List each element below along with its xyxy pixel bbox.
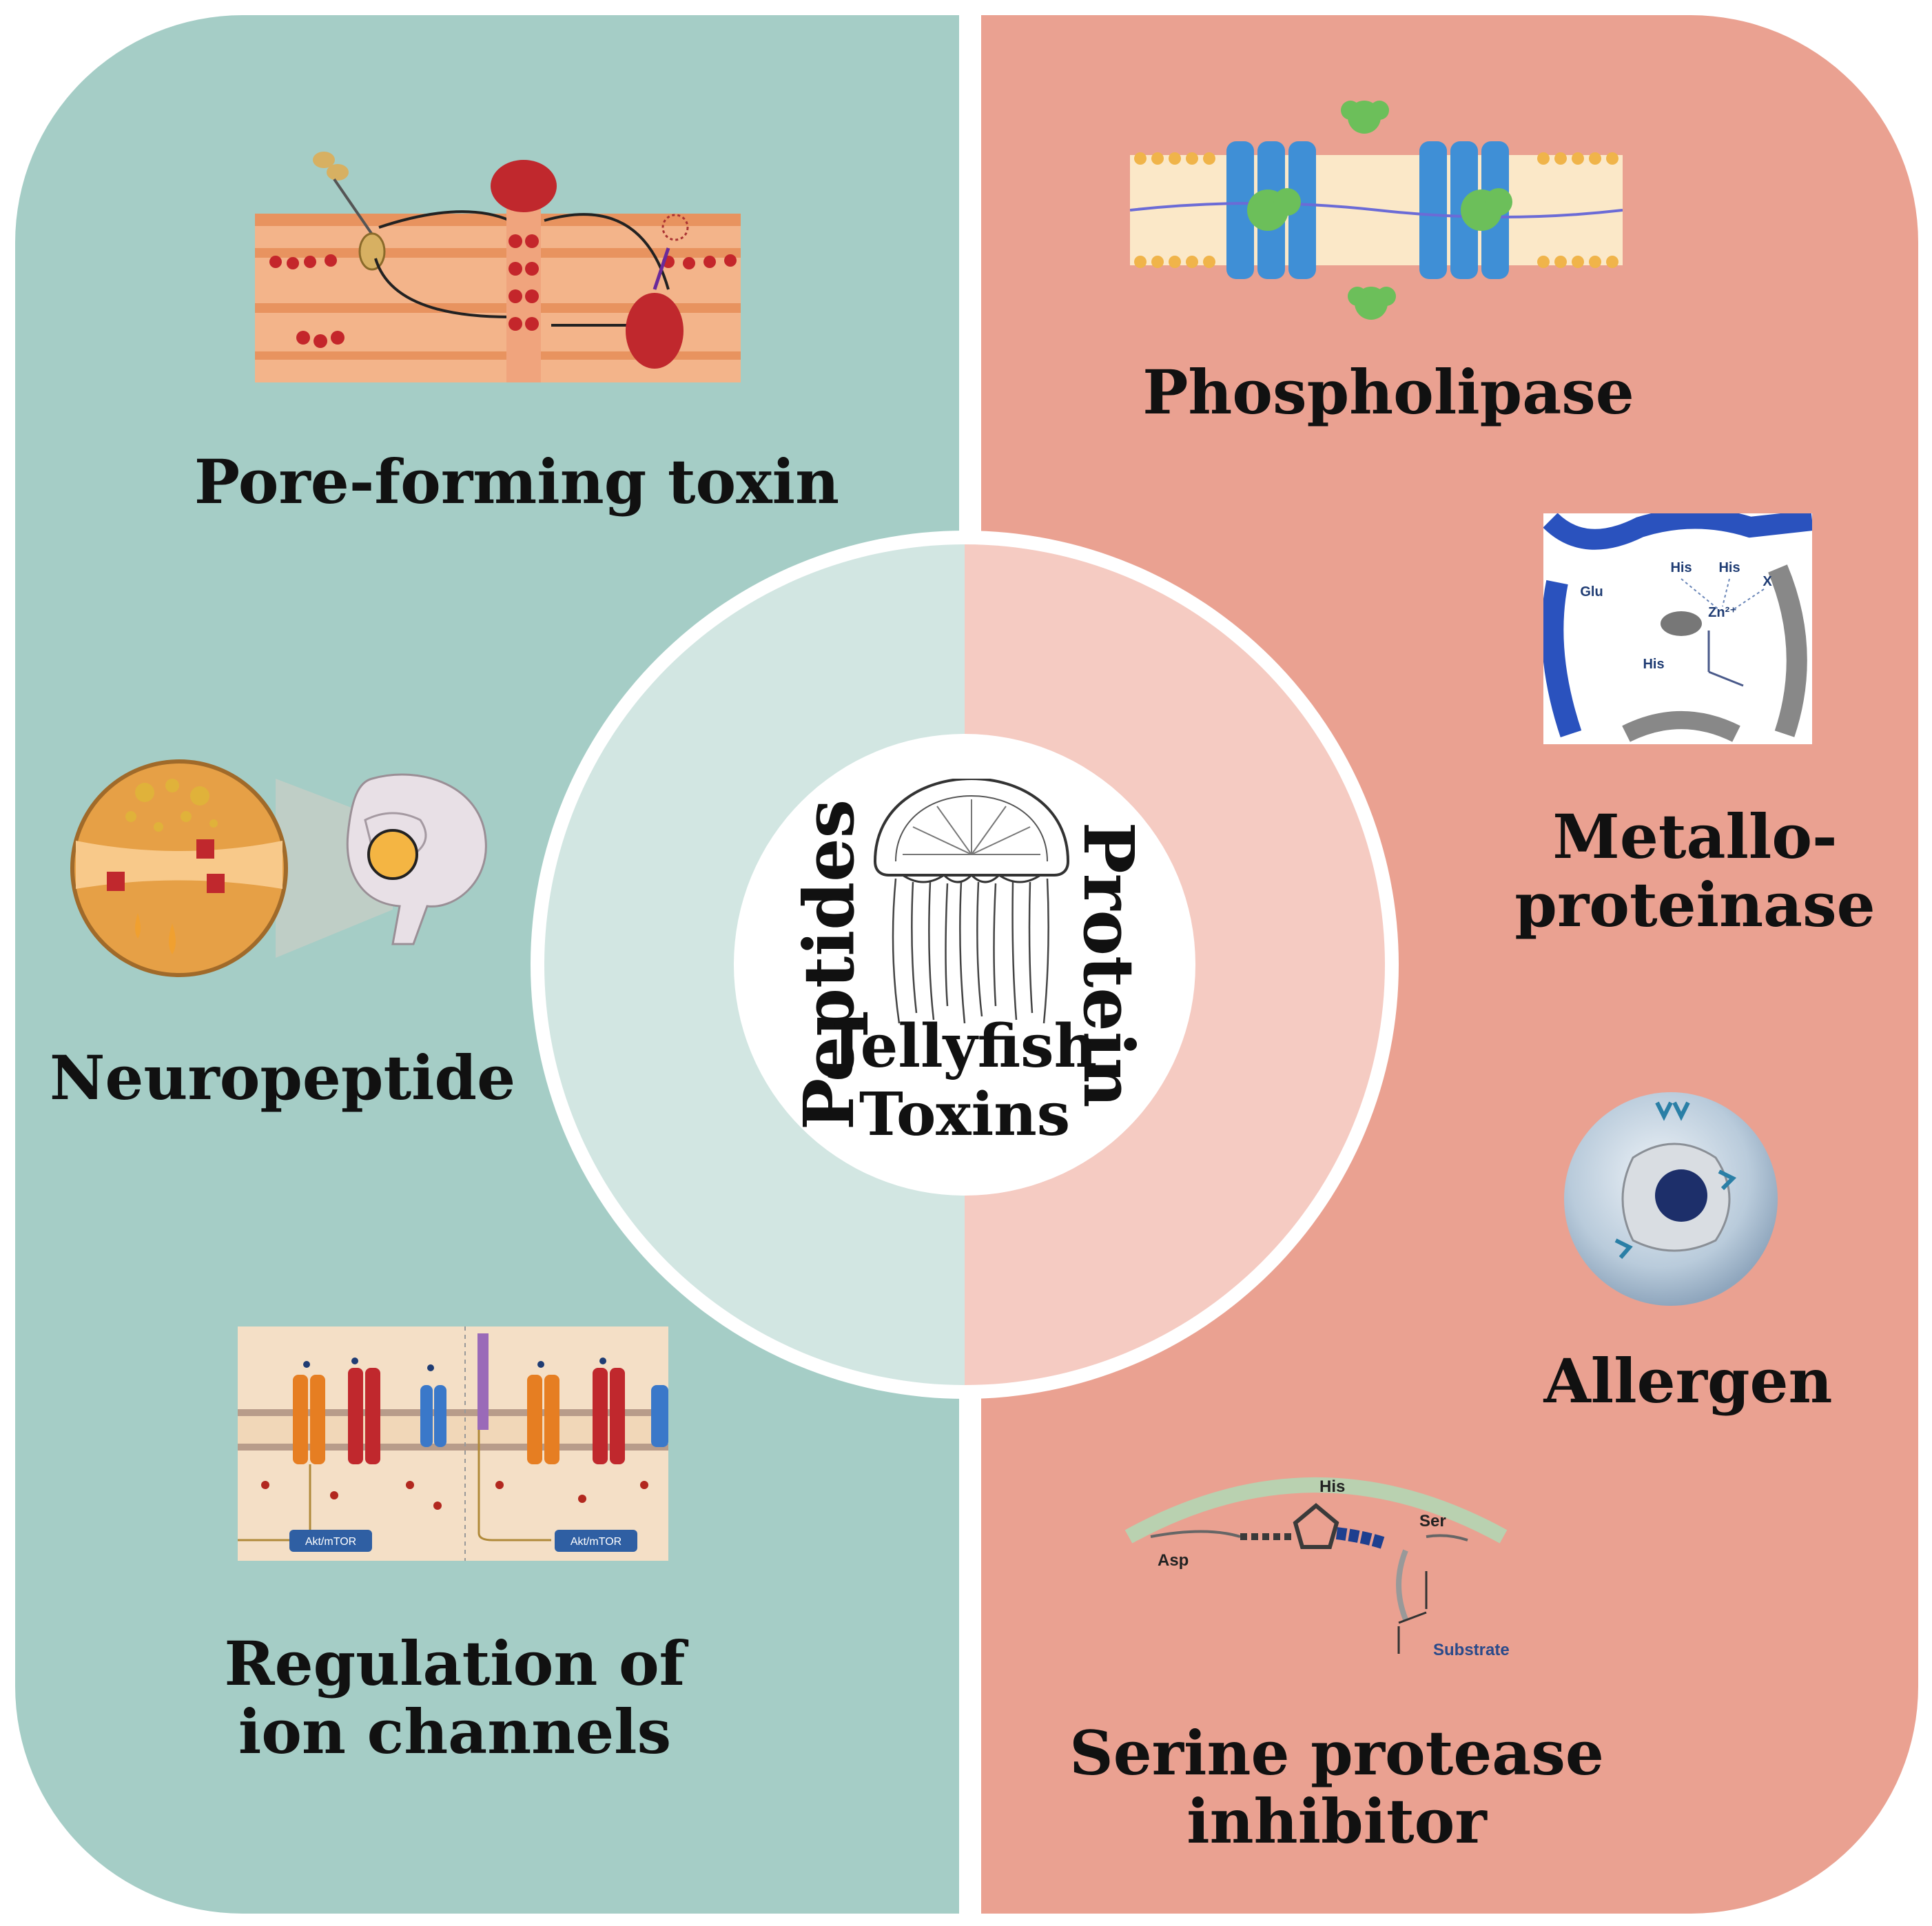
ion-channels-label: Regulation of ion channels [172,1628,737,1768]
akt-label-2: Akt/mTOR [571,1536,621,1548]
serine-protease-label-line1: Serine protease [1069,1717,1604,1789]
metallo-x: X [1763,574,1772,589]
serine-protease-label-line2: inhibitor [1186,1785,1487,1858]
metallo-zn: Zn²⁺ [1708,605,1737,620]
serine-substrate: Substrate [1433,1641,1509,1659]
jellyfish-icon [873,779,1070,1024]
serine-protease-label: Serine protease inhibitor [1034,1719,1640,1856]
metalloproteinase-label: Metallo- proteinase [1488,801,1902,941]
metallo-his-1: His [1670,560,1692,575]
metalloproteinase-figure: His His His Glu Zn²⁺ X [1543,513,1812,744]
ion-channels-label-line1: Regulation of [224,1628,686,1699]
neuropeptide-label: Neuropeptide [49,1042,516,1114]
metallo-glu: Glu [1580,584,1603,600]
ion-channels-figure: Akt/mTOR Akt/mTOR [238,1326,668,1561]
ion-channels-label-line2: ion channels [238,1696,672,1768]
akt-label-1: Akt/mTOR [305,1536,356,1548]
phospholipase-figure [1130,101,1623,320]
metalloproteinase-label-line2: proteinase [1514,869,1876,941]
center-title-line2: Toxins [859,1079,1071,1149]
allergen-figure [1564,1092,1778,1306]
center-title-line1: Jellyfish [832,1012,1098,1081]
serine-ser: Ser [1419,1512,1446,1530]
serine-protease-figure: Asp His Ser Substrate [1124,1477,1509,1659]
neuropeptide-figure [70,759,487,977]
serine-his: His [1319,1477,1345,1496]
serine-asp: Asp [1158,1551,1189,1570]
metallo-his-3: His [1643,657,1664,672]
pore-forming-toxin-figure [255,152,741,382]
center-title: Jellyfish Toxins [799,1012,1130,1149]
ring-label-peptides: Peptides [788,799,870,1130]
metalloproteinase-label-line1: Metallo- [1552,801,1838,872]
allergen-label: Allergen [1543,1345,1833,1417]
center-ring: Peptides Protein [531,531,1399,1399]
metallo-his-2: His [1718,560,1740,575]
ring-label-protein: Protein [1068,821,1149,1107]
pore-forming-toxin-label: Pore-forming toxin [194,446,840,518]
phospholipase-label: Phospholipase [1142,356,1634,428]
